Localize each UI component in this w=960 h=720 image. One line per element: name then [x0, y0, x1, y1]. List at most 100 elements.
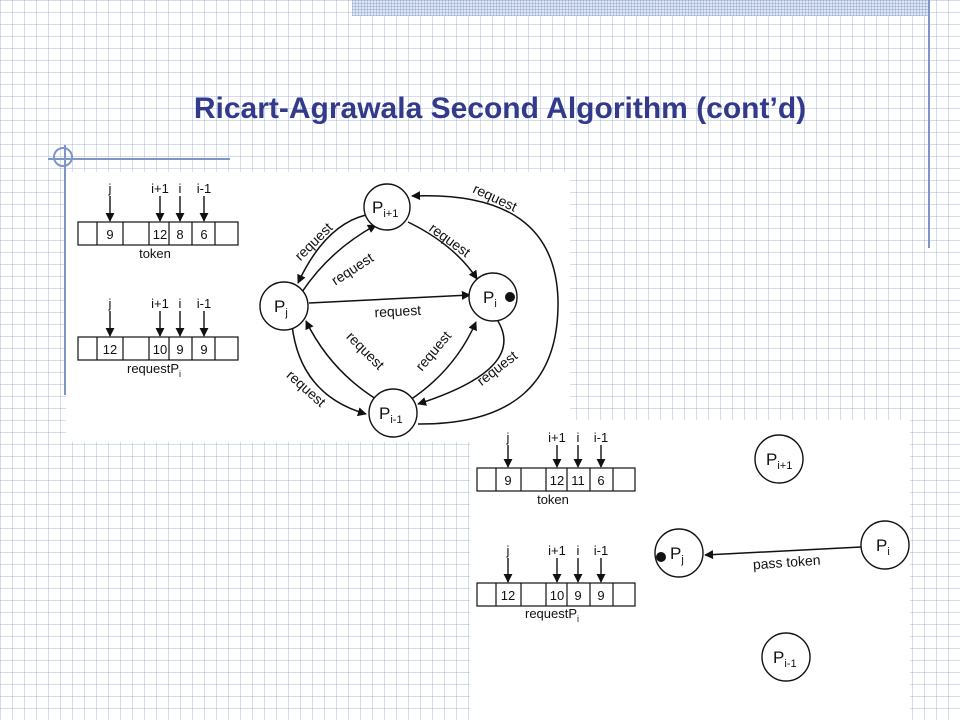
bottom-token-pointer-arrows	[503, 445, 606, 468]
top-token-pointer-labels: j i+1 i i-1	[108, 181, 212, 196]
bottom-token-cells	[476, 467, 636, 492]
array-caption-request: requestPi	[525, 606, 579, 624]
edge-label-request: request	[343, 328, 387, 372]
edge-label-request: request	[284, 367, 329, 410]
node-p-i	[468, 272, 518, 322]
array-cell-value: 11	[571, 473, 585, 488]
array-caption-token: token	[537, 492, 569, 507]
array-outline	[476, 467, 636, 492]
bottom-request-cells	[476, 582, 636, 607]
edge-pi1-to-pi	[407, 221, 478, 280]
pointer-label-i-plus-1: i+1	[548, 543, 566, 558]
bottom-graph-node-shapes	[654, 434, 910, 682]
pointer-label-j: j	[506, 543, 510, 558]
edge-label-pass-token: pass token	[752, 552, 821, 573]
top-token-array: j i+1 i i-1 9 12 8 6 token	[77, 181, 239, 261]
array-cell-value: 10	[153, 342, 167, 357]
pointer-label-i: i	[179, 181, 182, 196]
edge-label-request: request	[474, 347, 521, 388]
bottom-token-pointer-labels: j i+1 i i-1	[506, 430, 609, 445]
pointer-label-i: i	[179, 296, 182, 311]
pointer-label-i-minus-1: i-1	[197, 296, 211, 311]
node-p-i-minus-1	[368, 388, 418, 438]
array-cell-value: 12	[153, 227, 167, 242]
array-caption-token: token	[139, 246, 171, 261]
array-cell-value: 9	[200, 342, 207, 357]
node-p-i-plus-1	[363, 183, 411, 231]
node-p-j	[259, 281, 309, 331]
edge-pj-to-pi1	[301, 224, 377, 293]
token-holder-dot-icon	[656, 552, 666, 562]
slide-title-apostrophe: ’	[769, 92, 778, 125]
slide-title: Ricart-Agrawala Second Algorithm (cont’d…	[0, 92, 960, 126]
node-p-j	[654, 528, 704, 578]
edge-pi-to-pi-1	[417, 317, 505, 406]
pointer-label-i-minus-1: i-1	[197, 181, 211, 196]
edge-pi-1-to-pj	[305, 320, 377, 400]
edge-label-request: request	[374, 302, 422, 320]
top-token-cells	[77, 221, 239, 246]
array-cell-value: 9	[504, 473, 511, 488]
top-request-cells	[77, 336, 239, 361]
edge-pi1-to-pj	[297, 214, 367, 284]
pointer-label-j: j	[108, 181, 112, 196]
bottom-request-pointer-arrows	[503, 558, 606, 583]
node-label-p-i: Pi	[483, 288, 497, 310]
node-label-p-i: Pi	[876, 536, 890, 558]
left-vertical-rule	[64, 145, 66, 395]
bottom-request-array: j i+1 i i-1 12 10 9 9 requestPi	[476, 543, 636, 624]
top-graph-node-shapes	[259, 183, 518, 438]
array-cell-value: 9	[574, 588, 581, 603]
node-p-i	[860, 520, 910, 570]
node-p-i-plus-1	[754, 434, 804, 484]
pointer-label-i-plus-1: i+1	[151, 296, 169, 311]
top-request-pointer-labels: j i+1 i i-1	[108, 296, 212, 311]
ring-ornament-icon	[53, 147, 73, 167]
array-cell-value: 8	[176, 227, 183, 242]
node-label-p-i-plus-1: Pi+1	[766, 450, 792, 472]
right-vertical-rule	[928, 0, 930, 248]
edge-label-request: request	[291, 219, 335, 263]
array-cell-value: 6	[200, 227, 207, 242]
array-cell-value: 6	[597, 473, 604, 488]
array-cell-value: 9	[176, 342, 183, 357]
token-holder-dot-icon	[505, 292, 515, 302]
array-cell-value: 9	[597, 588, 604, 603]
edge-label-request: request	[426, 220, 473, 260]
slide-title-prefix: Ricart-Agrawala Second Algorithm (cont	[193, 92, 770, 125]
array-cell-value: 12	[103, 342, 117, 357]
edge-label-request: request	[328, 249, 376, 288]
bottom-request-pointer-labels: j i+1 i i-1	[506, 543, 609, 558]
edge-pj-to-pi-1	[291, 324, 367, 417]
pointer-label-i-plus-1: i+1	[151, 181, 169, 196]
node-label-p-i-plus-1: Pi+1	[372, 198, 398, 220]
slide-title-suffix: d)	[777, 92, 807, 125]
array-outline	[476, 582, 636, 607]
pointer-label-j: j	[108, 296, 112, 311]
node-p-i-minus-1	[761, 632, 811, 682]
pointer-label-i-minus-1: i-1	[594, 543, 608, 558]
array-cell-value: 10	[550, 588, 564, 603]
pointer-label-j: j	[506, 430, 510, 445]
left-horizontal-rule	[48, 158, 230, 160]
top-request-pointer-arrows	[105, 311, 209, 337]
edge-pi-1-to-pi	[409, 321, 477, 401]
array-outline	[77, 221, 239, 246]
pointer-label-i: i	[577, 430, 580, 445]
array-caption-request: requestPi	[127, 361, 181, 379]
node-label-p-i-minus-1: Pi-1	[773, 648, 797, 670]
node-label-p-i-minus-1: Pi-1	[379, 404, 403, 426]
top-request-array: j i+1 i i-1 12 10 9 9 requestPi	[77, 296, 239, 379]
top-token-pointer-arrows	[105, 196, 209, 222]
array-cell-value: 9	[106, 227, 113, 242]
pointer-label-i-minus-1: i-1	[594, 430, 608, 445]
pointer-label-i: i	[577, 543, 580, 558]
edge-pj-to-pi	[308, 290, 471, 304]
top-decorative-bar	[352, 0, 930, 16]
edge-label-request: request	[471, 180, 520, 214]
array-outline	[77, 336, 239, 361]
array-cell-value: 12	[550, 473, 564, 488]
node-label-p-j: Pj	[670, 544, 684, 566]
pointer-label-i-plus-1: i+1	[548, 430, 566, 445]
